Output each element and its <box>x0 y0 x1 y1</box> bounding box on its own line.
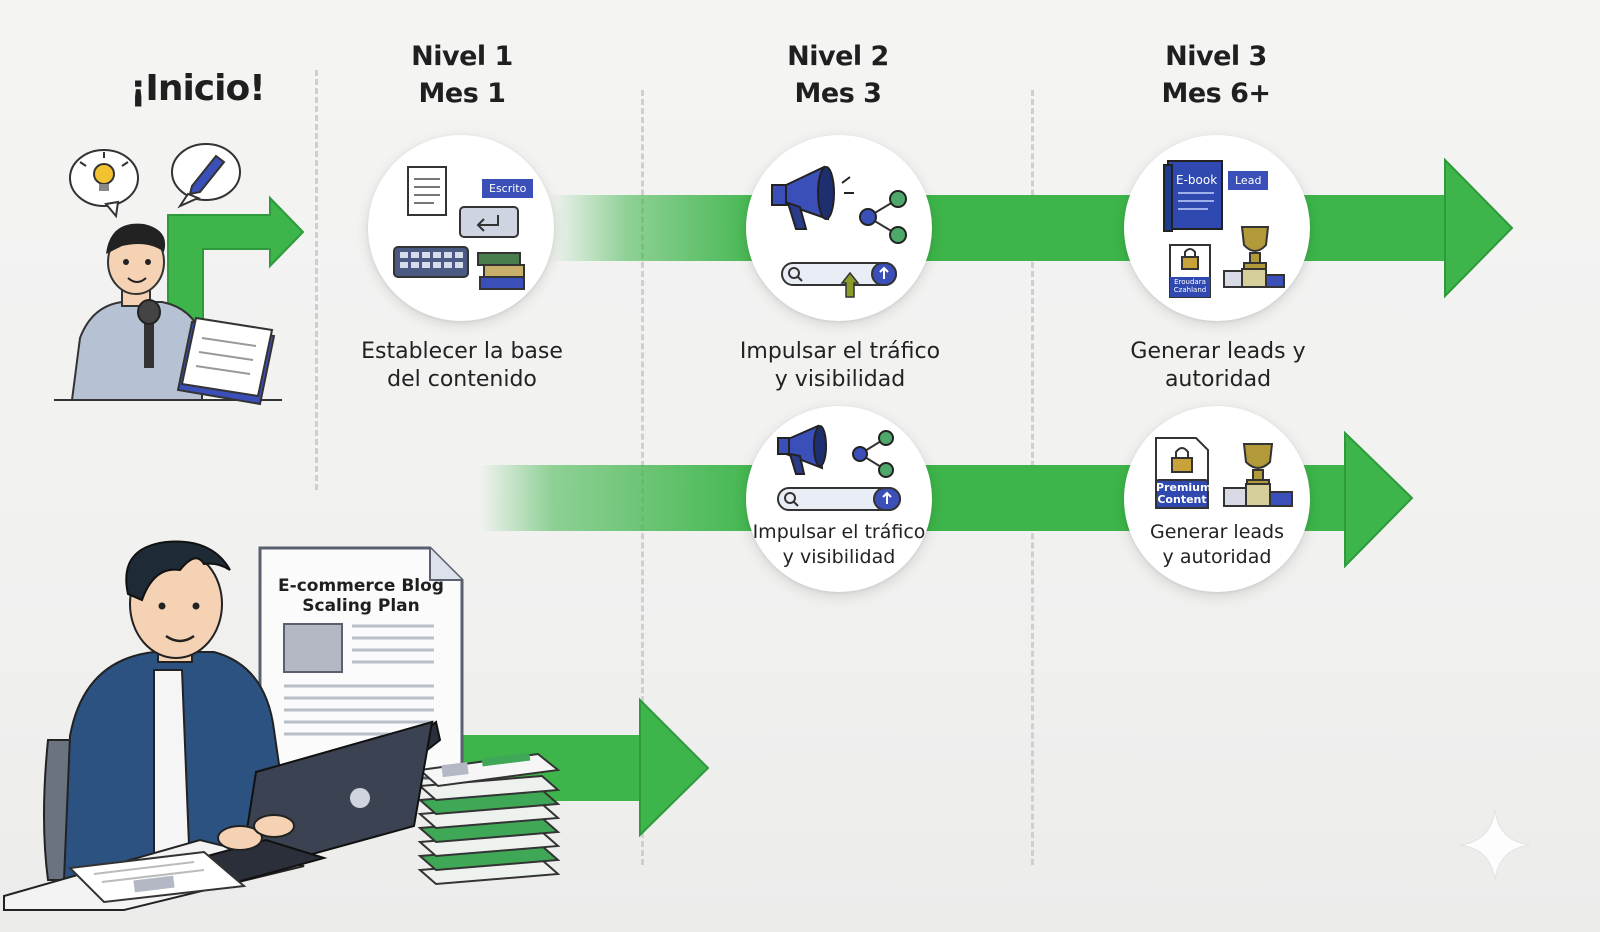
man-with-laptop-illustration <box>3 540 442 911</box>
lower-traffic-caption: Impulsar el tráfico y visibilidad <box>746 520 932 570</box>
level-3-circle: E-book Lead Eroudara Czahland <box>1124 135 1310 321</box>
lower-leads-caption-line1: Generar leads <box>1149 521 1285 543</box>
divider-start <box>315 70 318 490</box>
premium-doc-icon <box>1155 437 1209 509</box>
level-2-name: Nivel 2 <box>787 41 889 72</box>
plan-document <box>258 546 464 780</box>
level-1-time: Mes 1 <box>418 78 506 109</box>
ebook-icon <box>1163 160 1223 232</box>
level-3-name: Nivel 3 <box>1165 41 1267 72</box>
level-1-caption-line2: del contenido <box>387 367 537 392</box>
lower-arrow-fade <box>480 465 770 531</box>
level-2-circle <box>746 135 932 321</box>
lower-leads-caption-line2: y autoridad <box>1162 546 1272 568</box>
premium-label-line2: Content <box>1157 493 1207 506</box>
lower-traffic-circle: Impulsar el tráfico y visibilidad <box>746 406 932 592</box>
level-1-circle: Escrito <box>368 135 554 321</box>
trophy-podium-icon <box>1223 226 1285 288</box>
lower-arrow-head <box>1344 430 1414 569</box>
pen-bubble-icon <box>171 143 241 209</box>
top-arrow-fade <box>550 195 770 261</box>
level-2-time: Mes 3 <box>794 78 882 109</box>
plan-title-line1: E-commerce Blog <box>278 576 444 596</box>
notepad-icon <box>407 166 447 216</box>
notebook-icon <box>176 316 276 406</box>
lead-tag: Lead <box>1228 171 1269 190</box>
plan-document-title: E-commerce Blog Scaling Plan <box>270 576 452 616</box>
megaphone-small-icon <box>777 424 827 475</box>
premium-content-label: Premium Content <box>1156 481 1212 506</box>
level-3-caption: Generar leads y autoridad <box>1100 338 1336 394</box>
top-arrow-head <box>1444 157 1514 299</box>
ebook-label: E-book <box>1176 173 1218 187</box>
megaphone-icon <box>771 165 854 230</box>
start-title: ¡Inicio! <box>130 68 266 109</box>
lower-traffic-caption-line2: y visibilidad <box>782 546 896 568</box>
level-3-caption-line1: Generar leads y <box>1130 339 1306 364</box>
lower-traffic-caption-line1: Impulsar el tráfico <box>752 521 926 543</box>
share-network-icon <box>859 190 907 244</box>
books-stack-icon <box>477 252 525 290</box>
level-1-caption-line1: Establecer la base <box>361 339 563 364</box>
trophy-podium-small-icon <box>1223 443 1293 507</box>
level-3-caption-line2: autoridad <box>1164 367 1272 392</box>
enter-key-icon <box>459 206 519 238</box>
level-1-caption: Establecer la base del contenido <box>340 338 584 394</box>
idea-bubble-icon <box>69 149 139 219</box>
keyboard-icon <box>393 246 469 278</box>
sparkle-icon <box>1459 809 1531 881</box>
plan-title-line2: Scaling Plan <box>302 596 420 616</box>
level-2-caption: Impulsar el tráfico y visibilidad <box>720 338 960 394</box>
level-1-heading: Nivel 1 Mes 1 <box>382 38 542 112</box>
locked-doc-label: Eroudara Czahland <box>1173 278 1207 294</box>
lower-leads-caption: Generar leads y autoridad <box>1124 520 1310 570</box>
level-2-caption-line1: Impulsar el tráfico <box>739 339 941 364</box>
level-2-heading: Nivel 2 Mes 3 <box>758 38 918 112</box>
level-1-name: Nivel 1 <box>411 41 513 72</box>
level-3-time: Mes 6+ <box>1161 78 1271 109</box>
lower-leads-circle: Premium Content Generar leads y autorida… <box>1124 406 1310 592</box>
bottom-arrow-head <box>639 697 710 838</box>
escrito-tag: Escrito <box>482 179 534 198</box>
level-2-caption-line2: y visibilidad <box>774 367 906 392</box>
locked-doc-icon <box>1169 244 1211 298</box>
paper-stack-icon <box>417 752 561 886</box>
search-bar-small-icon <box>777 487 901 511</box>
level-3-heading: Nivel 3 Mes 6+ <box>1136 38 1296 112</box>
premium-label-line1: Premium <box>1156 481 1212 494</box>
share-network-small-icon <box>852 430 894 478</box>
search-bar-icon <box>781 262 897 298</box>
presenter-illustration <box>54 223 282 406</box>
start-bent-arrow <box>167 195 305 341</box>
